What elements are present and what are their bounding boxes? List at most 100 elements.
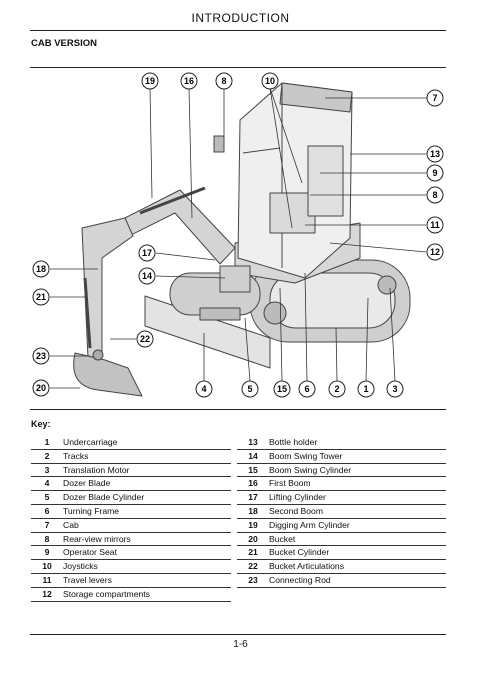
callout-16: 16 [180,72,198,90]
callout-23: 23 [32,347,50,365]
key-number: 12 [31,587,63,602]
svg-text:2: 2 [334,384,339,394]
key-label: Cab [63,518,231,533]
svg-text:14: 14 [142,271,152,281]
svg-text:13: 13 [430,149,440,159]
callout-9: 9 [426,164,444,182]
excavator-illustration: 19 16 8 10 7 13 9 8 11 12 17 14 18 21 22… [32,72,444,398]
callout-2: 2 [328,380,346,398]
key-number: 7 [31,518,63,533]
callout-1: 1 [357,380,375,398]
callout-6: 6 [298,380,316,398]
callout-4: 4 [195,380,213,398]
svg-text:1: 1 [363,384,368,394]
key-label: First Boom [269,476,446,492]
key-label: Tracks [63,449,231,464]
callout-14: 14 [138,267,156,285]
callout-15: 15 [273,380,291,398]
key-number: 13 [237,436,269,450]
key-number: 10 [31,559,63,574]
key-label: Second Boom [269,504,446,519]
key-label: Boom Swing Cylinder [269,463,446,478]
svg-text:21: 21 [36,292,46,302]
key-label: Dozer Blade [63,476,231,492]
callout-19: 19 [141,72,159,90]
key-number: 21 [237,545,269,561]
key-label: Rear-view mirrors [63,532,231,547]
key-number: 18 [237,504,269,519]
callout-13: 13 [426,145,444,163]
key-number: 8 [31,532,63,547]
key-number: 3 [31,463,63,478]
footer-rule [30,634,446,635]
callout-5: 5 [241,380,259,398]
svg-text:16: 16 [184,76,194,86]
key-number: 9 [31,545,63,561]
key-label: Bottle holder [269,436,446,450]
key-number: 5 [31,490,63,505]
callout-12: 12 [426,243,444,261]
key-label: Boom Swing Tower [269,449,446,464]
callout-20: 20 [32,379,50,397]
callout-11: 11 [426,216,444,234]
page-number: 1-6 [233,639,248,650]
key-number: 6 [31,504,63,519]
svg-text:8: 8 [221,76,226,86]
figure-bottom-rule [30,409,446,410]
key-number: 14 [237,449,269,464]
callout-7: 7 [426,89,444,107]
key-label: Dozer Blade Cylinder [63,490,231,505]
svg-text:9: 9 [432,168,437,178]
dozer-blade-shape [144,295,271,369]
key-number: 2 [31,449,63,464]
key-label: Bucket Articulations [269,559,446,574]
callout-8-right: 8 [426,186,444,204]
key-label: Joysticks [63,559,231,574]
svg-text:18: 18 [36,264,46,274]
svg-text:17: 17 [142,248,152,258]
key-label: Lifting Cylinder [269,490,446,505]
key-label: Connecting Rod [269,573,446,588]
key-label: Bucket Cylinder [269,545,446,561]
bucket-shape [73,352,143,397]
key-title: Key: [31,419,51,429]
svg-text:11: 11 [430,220,440,230]
key-number: 17 [237,490,269,505]
key-label: Translation Motor [63,463,231,478]
svg-text:7: 7 [432,93,437,103]
key-label: Undercarriage [63,436,231,450]
header-rule [30,30,446,31]
key-number: 15 [237,463,269,478]
callout-22: 22 [136,330,154,348]
svg-text:5: 5 [247,384,252,394]
key-number: 16 [237,476,269,492]
callout-21: 21 [32,288,50,306]
key-label: Turning Frame [63,504,231,519]
callout-10: 10 [261,72,279,90]
key-label: Travel levers [63,573,231,588]
key-label: Storage compartments [63,587,231,602]
key-label: Digging Arm Cylinder [269,518,446,533]
key-number: 19 [237,518,269,533]
page-header-title: INTRODUCTION [191,11,290,25]
figure-top-rule [30,67,446,68]
svg-text:4: 4 [201,384,206,394]
section-title: CAB VERSION [31,38,97,49]
callout-markers: 19 16 8 10 7 13 9 8 11 12 17 14 18 21 22… [32,72,444,398]
